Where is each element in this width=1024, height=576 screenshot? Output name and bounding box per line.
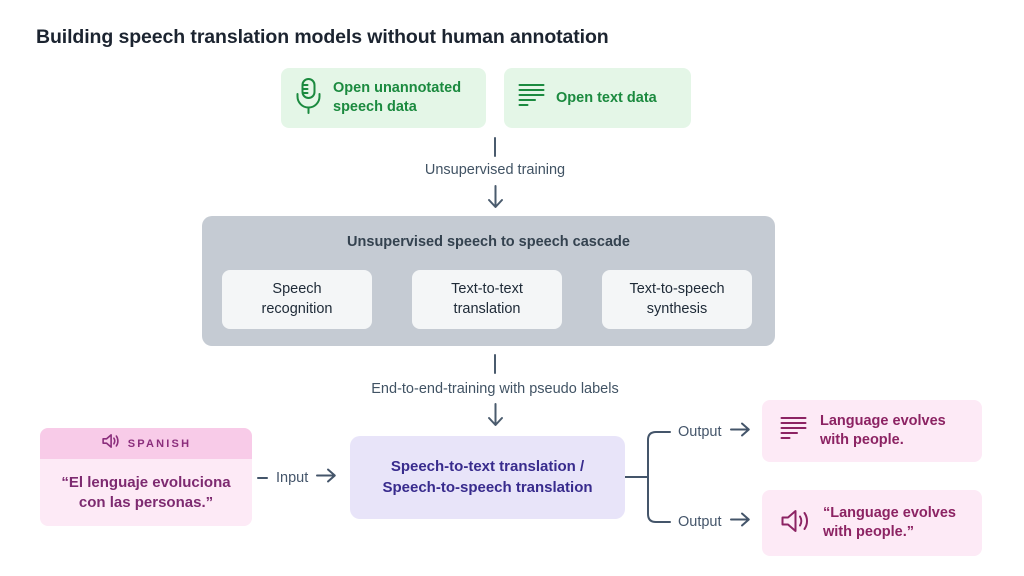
output-text-label: Language evolves with people. — [820, 413, 946, 448]
source-text-box: Open text data — [504, 68, 691, 128]
output-text-box: Language evolves with people. — [762, 400, 982, 462]
input-card-header: SPANISH — [40, 428, 252, 459]
connector-line-top — [494, 137, 496, 157]
input-dash — [257, 477, 268, 479]
end-to-end-label: End-to-end-training with pseudo labels — [371, 381, 619, 397]
model-label-line1: Speech-to-text translation / — [390, 458, 585, 476]
connector-line-bottom — [494, 354, 496, 374]
source-speech-box: Open unannotated speech data — [281, 68, 486, 128]
output-fork — [624, 425, 673, 534]
module-text-to-text: Text-to-text translation — [412, 270, 562, 329]
source-text-label: Open text data — [556, 89, 657, 106]
microphone-icon — [295, 77, 322, 120]
cascade-title: Unsupervised speech to speech cascade — [347, 234, 630, 250]
page-title: Building speech translation models witho… — [36, 26, 609, 48]
input-card-body: “El lenguaje evoluciona con las personas… — [40, 459, 252, 526]
module-label: Text-to-text translation — [451, 281, 523, 317]
input-quote: “El lenguaje evoluciona con las personas… — [61, 474, 231, 511]
output-audio-box: “Language evolves with people.” — [762, 490, 982, 556]
module-speech-recognition: Speech recognition — [222, 270, 372, 329]
output-label: Output — [678, 514, 722, 530]
output-label: Output — [678, 424, 722, 440]
input-label: Input — [276, 470, 309, 486]
speaker-icon — [101, 433, 120, 454]
right-arrow-icon — [729, 512, 751, 532]
module-text-to-speech: Text-to-speech synthesis — [602, 270, 752, 329]
text-lines-icon — [518, 83, 545, 113]
module-label: Speech recognition — [261, 281, 333, 317]
output-connector-bottom: Output — [678, 511, 751, 533]
text-lines-icon — [780, 416, 807, 446]
module-label: Text-to-speech synthesis — [629, 281, 725, 317]
right-arrow-icon — [729, 422, 751, 442]
model-box: Speech-to-text translation / Speech-to-s… — [350, 436, 625, 519]
speaker-icon — [780, 508, 810, 539]
down-arrow-icon — [487, 403, 504, 428]
model-label-line2: Speech-to-speech translation — [382, 478, 593, 496]
input-connector: Input — [257, 467, 337, 489]
output-connector-top: Output — [678, 421, 751, 443]
source-speech-label: Open unannotated speech data — [333, 80, 462, 115]
down-arrow-icon — [487, 185, 504, 210]
output-audio-label: “Language evolves with people.” — [823, 505, 956, 540]
right-arrow-icon — [316, 468, 337, 488]
unsupervised-training-label: Unsupervised training — [424, 162, 566, 178]
language-label: SPANISH — [127, 437, 192, 450]
